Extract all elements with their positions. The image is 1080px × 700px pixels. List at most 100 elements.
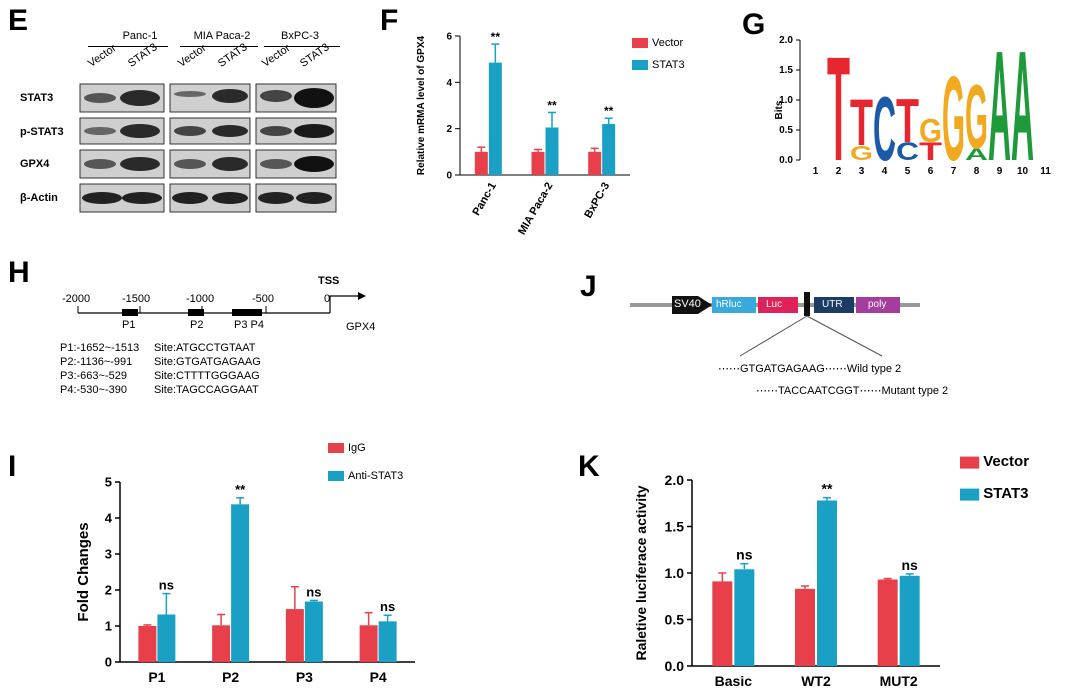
logo-letter-glyph: G: [942, 53, 965, 187]
logo-letter: G: [942, 53, 965, 187]
y-tick-label: 2.0: [665, 472, 685, 488]
bar: [488, 62, 502, 176]
significance-label: ns: [159, 578, 174, 593]
logo-ylabel: Bits: [774, 100, 785, 119]
promoter-tick: -500: [252, 293, 275, 305]
logo-y-tick-label: 0.0: [779, 155, 793, 166]
logo-letter-glyph: T: [827, 30, 850, 190]
y-axis-label: Relative mRMA level of GPX4: [416, 36, 427, 176]
logo-letter-glyph: G: [965, 66, 988, 168]
x-tick-label: BxPC-3: [582, 181, 612, 221]
significance-label: ns: [736, 547, 753, 563]
logo-position-label: 2: [836, 166, 842, 177]
construct-box-label: SV40: [674, 298, 701, 310]
logo-letter-glyph: C: [873, 78, 896, 180]
site-p: P3:-663~-529: [60, 370, 127, 382]
header-divider: [88, 46, 168, 47]
y-tick-label: 4: [105, 511, 113, 526]
panel-label-j: J: [580, 270, 597, 303]
significance-label: **: [822, 481, 833, 497]
tss-label: TSS: [318, 275, 340, 287]
cell-line-label: MIA Paca-2: [193, 30, 251, 42]
logo-letter: C: [896, 138, 919, 165]
mutant-type-sequence: ⋯⋯TACCAATCGGT⋯⋯Mutant type 2: [756, 385, 949, 397]
bar: [474, 151, 488, 175]
panel-label-g: G: [742, 8, 766, 41]
logo-letter: C: [873, 78, 896, 180]
bar: [359, 625, 378, 662]
logo-letter-glyph: A: [965, 146, 988, 165]
bar: [734, 569, 755, 666]
panel-label-k: K: [578, 450, 600, 483]
panel-label-e: E: [8, 4, 29, 37]
site-seq: Site:TAGCCAGGAAT: [154, 384, 259, 396]
x-tick-label: Panc-1: [471, 181, 499, 218]
logo-letter-glyph: G: [850, 142, 873, 165]
logo-letter-glyph: A: [988, 30, 1011, 190]
bar: [899, 575, 920, 666]
bar: [545, 127, 559, 175]
logo-y-tick-label: 2.0: [779, 35, 793, 46]
bar: [817, 500, 837, 666]
y-tick-label: 0: [446, 171, 452, 182]
promoter-tick: -1000: [186, 293, 215, 305]
logo-letter: T: [827, 30, 850, 190]
logo-letter: A: [988, 30, 1011, 190]
legend-label: STAT3: [983, 485, 1028, 502]
bar: [231, 504, 250, 662]
logo-letter-glyph: G: [919, 113, 942, 149]
reporter-construct: SV40 hRluc Luc UTR poly ⋯⋯GTGATGAGAAG⋯⋯W…: [620, 280, 1040, 420]
bar: [795, 588, 815, 666]
y-tick-label: 1.0: [665, 565, 685, 581]
logo-letter: T: [919, 138, 943, 165]
bar: [378, 621, 397, 662]
site-seq: Site:ATGCCTGTAAT: [154, 342, 256, 354]
y-tick-label: 3: [105, 547, 112, 562]
panel-label-h: H: [8, 256, 30, 289]
promoter-box-label: P2: [190, 319, 204, 331]
bar: [602, 124, 616, 175]
construct-map: [630, 292, 920, 357]
logo-position-label: 9: [997, 166, 1003, 177]
site-p: P1:-1652~-1513: [60, 342, 140, 354]
gene-label: GPX4: [346, 321, 376, 333]
logo-letter-glyph: T: [896, 86, 919, 155]
x-tick-label: WT2: [801, 673, 831, 689]
x-tick-label: MUT2: [880, 673, 918, 689]
site-p: P2:-1136~-991: [60, 356, 133, 368]
significance-label: ns: [380, 599, 395, 614]
significance-label: **: [547, 98, 557, 112]
x-tick-label: P2: [222, 669, 239, 685]
x-tick-label: P3: [296, 669, 313, 685]
x-tick-label: MIA Paca-2: [516, 181, 556, 237]
logo-letter-glyph: C: [896, 138, 919, 165]
significance-label: **: [604, 104, 614, 118]
blot-images: [79, 83, 337, 213]
legend-label: Anti-STAT3: [348, 470, 403, 482]
y-tick-label: 6: [446, 32, 452, 43]
logo-letter-glyph: T: [850, 86, 873, 160]
western-blot-panel: Panc-1 MIA Paca-2 BxPC-3 Vector STAT3 Ve…: [0, 0, 360, 230]
legend-swatch: [960, 488, 980, 501]
panel-label-f: F: [380, 4, 399, 37]
logo-position-label: 8: [974, 166, 980, 177]
logo-position-label: 6: [928, 166, 934, 177]
promoter-map: [77, 292, 366, 316]
y-axis-label: Fold Changes: [75, 522, 92, 621]
bar: [285, 609, 304, 662]
site-seq: Site:CTTTTGGGAAG: [154, 370, 260, 382]
bar: [531, 151, 545, 175]
header-divider: [264, 46, 340, 47]
wild-type-sequence: ⋯⋯GTGATGAGAAG⋯⋯Wild type 2: [718, 363, 902, 375]
y-tick-label: 2: [105, 583, 112, 598]
bar: [212, 625, 231, 662]
row-label: GPX4: [20, 158, 50, 170]
x-tick-label: Basic: [715, 673, 753, 689]
significance-label: ns: [901, 557, 918, 573]
promoter-box-label: P3 P4: [234, 319, 264, 331]
logo-position-label: 5: [905, 166, 911, 177]
logo-position-label: 7: [951, 166, 957, 177]
y-tick-label: 0: [105, 655, 112, 670]
